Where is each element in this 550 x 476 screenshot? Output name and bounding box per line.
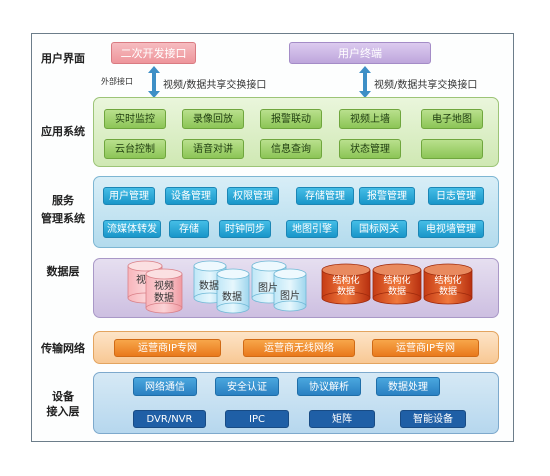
cyan2-back-label: 图片 xyxy=(258,283,278,294)
red-front-label: 视频 数据 xyxy=(154,281,174,304)
app-button[interactable]: 实时监控 xyxy=(104,109,166,129)
device-type-button[interactable]: DVR/NVR xyxy=(133,410,206,428)
red-back-label: 视 xyxy=(136,275,146,286)
user-terminal-box: 用户终端 xyxy=(289,42,431,64)
app-button[interactable]: 语音对讲 xyxy=(182,139,244,159)
service-button[interactable]: 地图引擎 xyxy=(286,220,338,238)
service-button[interactable]: 电视墙管理 xyxy=(418,220,484,238)
dev-interface-box: 二次开发接口 xyxy=(111,42,196,64)
app-button[interactable]: 信息查询 xyxy=(260,139,322,159)
layer-label-app: 应用系统 xyxy=(41,125,85,138)
left-double-arrow xyxy=(148,66,160,98)
app-button[interactable]: 电子地图 xyxy=(421,109,483,129)
layer-label-service-2: 管理系统 xyxy=(41,212,85,225)
device-function-button[interactable]: 网络通信 xyxy=(133,377,197,396)
app-button[interactable]: 录像回放 xyxy=(182,109,244,129)
cyan-cylinder-1-front xyxy=(216,268,250,314)
structured-label-3: 结构化 数据 xyxy=(434,276,462,297)
layer-label-data: 数据层 xyxy=(46,265,80,278)
structured-cylinder-3 xyxy=(423,263,473,305)
app-button[interactable]: 报警联动 xyxy=(260,109,322,129)
device-function-button[interactable]: 数据处理 xyxy=(376,377,440,396)
app-button[interactable]: 云台控制 xyxy=(104,139,166,159)
device-type-button[interactable]: 矩阵 xyxy=(309,410,375,428)
service-button[interactable]: 存储 xyxy=(169,220,209,238)
external-interface-label: 外部接口 xyxy=(101,77,133,86)
cyan1-front-label: 数据 xyxy=(222,292,242,303)
service-button[interactable]: 国标网关 xyxy=(351,220,407,238)
service-button[interactable]: 设备管理 xyxy=(165,187,217,205)
structured-label-2: 结构化 数据 xyxy=(383,276,411,297)
share-interface-label-right: 视频/数据共享交换接口 xyxy=(374,80,478,91)
share-interface-label-left: 视频/数据共享交换接口 xyxy=(163,80,267,91)
device-type-button[interactable]: 智能设备 xyxy=(400,410,466,428)
structured-label-1: 结构化 数据 xyxy=(332,276,360,297)
service-button[interactable]: 流媒体转发 xyxy=(103,220,161,238)
layer-label-device-2: 接入层 xyxy=(46,405,80,418)
device-function-button[interactable]: 协议解析 xyxy=(297,377,361,396)
network-button[interactable]: 运营商IP专网 xyxy=(372,339,479,357)
cyan-cylinder-2-front xyxy=(273,268,307,312)
service-button[interactable]: 日志管理 xyxy=(428,187,484,205)
service-button[interactable]: 权限管理 xyxy=(227,187,279,205)
layer-label-network: 传输网络 xyxy=(41,342,85,355)
device-type-button[interactable]: IPC xyxy=(225,410,289,428)
cyan2-front-label: 图片 xyxy=(280,291,300,302)
structured-cylinder-1 xyxy=(321,263,371,305)
layer-label-service-1: 服务 xyxy=(52,194,74,207)
service-button[interactable]: 时钟同步 xyxy=(219,220,271,238)
structured-cylinder-2 xyxy=(372,263,422,305)
layer-label-device-1: 设备 xyxy=(52,390,74,403)
service-button[interactable]: 报警管理 xyxy=(359,187,415,205)
cyan1-back-label: 数据 xyxy=(199,281,219,292)
right-double-arrow xyxy=(359,66,371,98)
device-function-button[interactable]: 安全认证 xyxy=(215,377,279,396)
app-button[interactable]: 状态管理 xyxy=(339,139,401,159)
app-button[interactable]: 视频上墙 xyxy=(339,109,401,129)
red-cylinder-front xyxy=(145,268,183,314)
network-button[interactable]: 运营商无线网络 xyxy=(243,339,355,357)
service-button[interactable]: 用户管理 xyxy=(103,187,155,205)
network-button[interactable]: 运营商IP专网 xyxy=(114,339,221,357)
layer-label-user: 用户界面 xyxy=(41,52,85,65)
service-button[interactable]: 存储管理 xyxy=(296,187,354,205)
app-button-empty[interactable] xyxy=(421,139,483,159)
